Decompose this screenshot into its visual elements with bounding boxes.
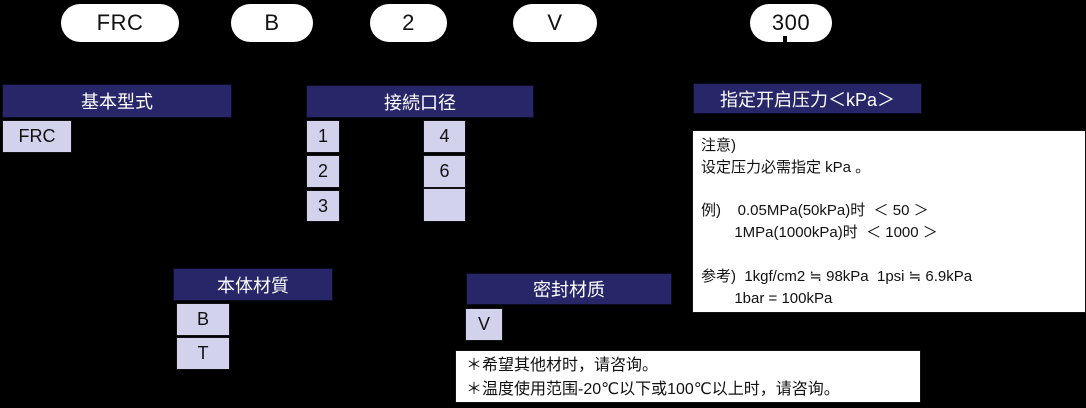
option-size-1: 1 [306, 120, 340, 153]
header-connection-size: 接続口径 [306, 85, 534, 118]
header-seal-material: 密封材质 [466, 273, 672, 305]
code-pill-seal: V [513, 4, 597, 42]
code-pill-body: B [231, 4, 313, 42]
option-size-4: 4 [423, 120, 466, 153]
option-size-blank [423, 188, 466, 222]
option-size-2: 2 [306, 155, 340, 188]
header-basic-type: 基本型式 [2, 84, 232, 118]
set-pressure-note: 注意) 设定压力必需指定 kPa 。 例) 0.05MPa(50kPa)时 ＜ … [692, 130, 1086, 313]
option-seal-material-v: V [465, 308, 503, 341]
code-pill-size: 2 [370, 4, 447, 42]
option-body-material-t: T [176, 337, 230, 370]
pressure-pill-tick [783, 36, 787, 46]
code-pill-frc: FRC [61, 4, 179, 42]
option-size-3: 3 [306, 190, 340, 222]
option-size-6: 6 [423, 155, 466, 188]
option-basic-type-frc: FRC [2, 120, 72, 153]
header-set-pressure: 指定开启压力＜kPa＞ [693, 83, 922, 114]
material-footnote: ＊希望其他材时，请咨询。 ＊温度使用范围-20℃以下或100℃以上时，请咨询。 [455, 350, 921, 403]
option-body-material-b: B [176, 303, 230, 336]
header-body-material: 本体材質 [173, 268, 333, 301]
code-pill-pressure: 300 [750, 4, 832, 42]
